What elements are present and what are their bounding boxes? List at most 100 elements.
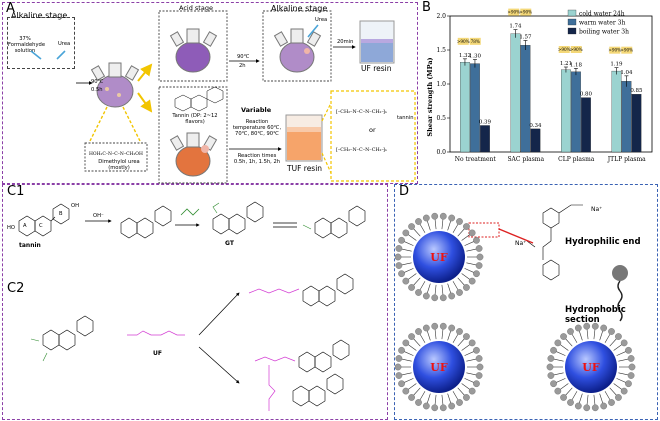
uf-core-label: UF: [430, 251, 448, 264]
retention-label: >90%: [570, 47, 583, 52]
shear-strength-chart: Shear strength (MPa) 0.00.51.01.52.0No t…: [426, 8, 653, 163]
urea-label-1: Urea: [58, 41, 71, 47]
x-tick-label: JTLP plasma: [607, 156, 646, 163]
tannin-structure: [18, 203, 70, 237]
hydrophilic-head-icon: [612, 265, 628, 281]
tannin-note: Tannin (DP: 2~12 flavors): [172, 113, 218, 125]
bar-value-label: 1.04: [620, 70, 633, 76]
bar: [581, 97, 591, 153]
c2-arrow-down: [198, 346, 240, 384]
bar-value-label: 0.85: [630, 88, 643, 94]
y-tick-label: 1.5: [436, 47, 446, 54]
alkaline-stage-box: [7, 17, 75, 69]
hydrophobic-tail-icon: [617, 280, 623, 322]
panel-a: A Alkaline stage 37% Formaldehyde soluti…: [2, 1, 418, 184]
y-tick-label: 2.0: [436, 13, 446, 20]
bar: [611, 70, 622, 153]
bar: [571, 71, 581, 153]
formaldehyde-arrow: [30, 50, 42, 60]
tuf-structure-2: [–CH₂–N–C–N–CH₂–: [336, 147, 384, 153]
retention-label: >90%: [507, 10, 520, 15]
retention-badge: [520, 8, 532, 16]
x-tick-label: SAC plasma: [507, 156, 544, 163]
cond-2-temp: 90℃: [237, 54, 250, 60]
tannin-word-1: tannin: [397, 115, 414, 121]
bar: [631, 94, 642, 153]
uf-micelle: UF: [546, 322, 636, 412]
uf-resin-label: UF resin: [361, 64, 392, 73]
na-plus-1: Na⁺: [591, 206, 603, 213]
uf-core-label: UF: [430, 361, 448, 374]
bar-value-label: 1.57: [519, 34, 532, 40]
panel-c1-label: C1: [7, 184, 25, 199]
c1-equilibrium: [273, 222, 297, 228]
retention-label: >90%: [608, 48, 621, 53]
retention-badge: [558, 46, 570, 53]
retention-badge: [469, 37, 481, 45]
c2-product-1: [248, 288, 300, 294]
gt-structure-2: [302, 205, 366, 239]
panel-b-label: B: [422, 0, 431, 15]
panel-c-drawing: [18, 201, 366, 411]
y-tick-label: 0.0: [436, 149, 446, 156]
uf-chain-c2: [127, 330, 185, 336]
panel-a-drawing: HOH₂C–N–C–N–CH₂OH: [30, 10, 416, 184]
bar-value-label: 1.21: [560, 61, 572, 67]
tuf-structures-box: [330, 90, 416, 182]
gt-structure: [212, 201, 264, 235]
cond-3-time: 20min: [337, 39, 354, 45]
retention-badge: [457, 37, 469, 45]
hydrophobic-label: Hydrophobic section: [565, 305, 626, 325]
bar: [460, 62, 470, 153]
uf-label-c2: UF: [153, 350, 162, 357]
tuf-structure-2-end: ]ₙ: [383, 147, 387, 153]
reaction-temp-label: Reaction temperature 60℃, 70℃, 80℃, 90℃: [232, 119, 282, 137]
legend-swatch: [567, 27, 577, 35]
retention-label: 78%: [471, 39, 480, 44]
legend-swatch: [567, 18, 577, 26]
glyoxal-reagent: [180, 208, 200, 216]
retention-label: >90%: [620, 48, 633, 53]
zoom-pointer: [498, 228, 534, 244]
flask-alkaline-2: [273, 28, 322, 73]
tannin-stage-box: [158, 86, 228, 184]
or-label: or: [369, 126, 376, 134]
flask-tannin: [169, 132, 218, 177]
y-tick-label: 1.0: [436, 81, 446, 88]
ring-c-label: C: [39, 223, 43, 229]
cond-2-time: 2h: [239, 63, 246, 69]
x-tick-label: No treatment: [455, 156, 497, 163]
tuf-resin-label: TUF resin: [287, 164, 323, 173]
acid-stage-box: [158, 10, 228, 82]
c2-product-2: [254, 356, 296, 411]
bar: [510, 33, 521, 153]
tuf-structure-1-end: ]ₙ: [383, 109, 387, 115]
alkaline-stage-1-title: Alkaline stage: [11, 11, 68, 20]
bar: [520, 45, 531, 153]
legend-label: cold water 24h: [579, 11, 625, 18]
oh-minus-label: OH⁻: [93, 213, 104, 219]
y-axis-label: Shear strength (MPa): [426, 57, 434, 136]
dimethylol-box: [84, 142, 148, 172]
c2-product-2-rings: [292, 339, 350, 407]
dimethylol-label: Dimethylol urea (mostly): [98, 159, 140, 171]
arrow-to-acid: [137, 63, 153, 82]
bar-value-label: 0.80: [580, 92, 593, 98]
micelle-drawing: UF UF UF: [395, 204, 636, 412]
oh-label: OH: [71, 203, 79, 209]
retention-label: >90%: [457, 39, 470, 44]
gt-label: GT: [225, 240, 234, 247]
legend-label: warm water 3h: [579, 20, 625, 27]
ring-b-label: B: [59, 211, 63, 217]
bar: [561, 69, 571, 153]
zoom-highlight-box: [468, 222, 500, 238]
cond-1-time: 0.5h: [91, 87, 103, 93]
bar-value-label: 1.32: [459, 53, 471, 59]
uf-beaker: [359, 20, 395, 64]
panel-a-label: A: [6, 1, 15, 16]
flask-alkaline: [90, 62, 140, 108]
retention-badge: [570, 46, 582, 53]
ho-label: HO: [7, 225, 15, 231]
panel-d-label: D: [399, 184, 410, 199]
